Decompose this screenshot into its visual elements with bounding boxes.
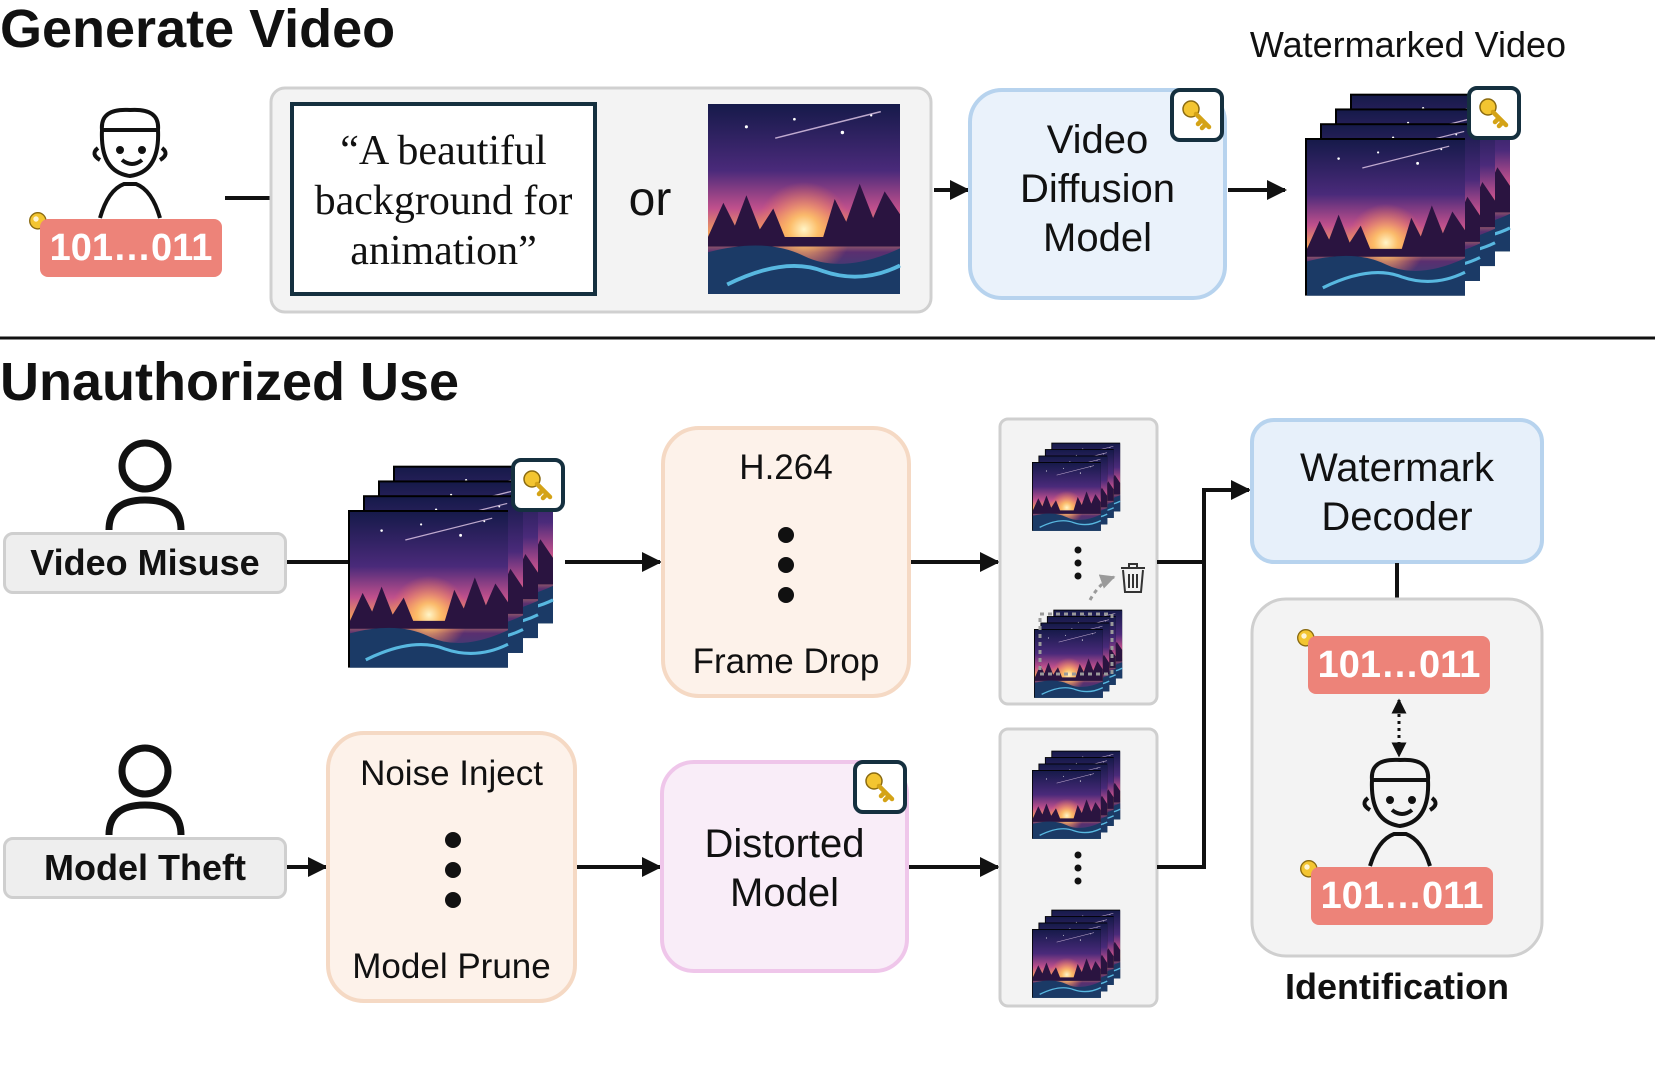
- attack-h264-label: H.264: [739, 448, 833, 487]
- diffusion-model-box: [968, 88, 1227, 300]
- person-icon: [105, 744, 185, 836]
- key-badge: [853, 760, 907, 814]
- key-badge: [1467, 86, 1521, 140]
- decoder-label: Watermark Decoder: [1299, 446, 1495, 539]
- diffusion-model-label: Video Diffusion Model: [1020, 118, 1175, 260]
- key-badge: [1170, 88, 1224, 142]
- ellipsis-dots: [445, 832, 461, 908]
- video-frames-icon: [1032, 910, 1120, 998]
- decoded-bits-badge: 101…011: [1308, 636, 1490, 694]
- ellipsis-dots: [778, 527, 794, 603]
- ellipsis-dots: [1074, 546, 1082, 580]
- arrow-icon: [1157, 480, 1251, 564]
- identification-label: Identification: [1285, 966, 1509, 1007]
- user-avatar-icon: [92, 107, 168, 219]
- section-title-generate: Generate Video: [0, 0, 396, 59]
- connector-line: [1157, 562, 1206, 869]
- or-label: or: [628, 173, 672, 226]
- person-icon: [105, 439, 185, 531]
- video-frames-icon: [1032, 751, 1120, 839]
- owner-bits-badge: 101…011: [1311, 867, 1493, 925]
- decoder-box: [1250, 418, 1544, 564]
- user-bits-badge: 101…011: [40, 219, 222, 277]
- key-badge: [511, 458, 565, 512]
- attack-frame-drop-label: Frame Drop: [692, 642, 880, 681]
- trash-icon: [1121, 563, 1145, 593]
- model-theft-pill: Model Theft: [3, 837, 287, 899]
- prompt-box: [290, 102, 597, 296]
- attack-model-prune-label: Model Prune: [352, 947, 551, 986]
- video-frames-icon: [1034, 610, 1122, 698]
- distorted-model-label: Distorted Model: [704, 822, 865, 915]
- key-icon: [1479, 98, 1509, 129]
- video-misuse-pill: Video Misuse: [3, 532, 287, 594]
- watermarked-video-label: Watermarked Video: [1249, 24, 1567, 65]
- user-avatar-icon: [1362, 757, 1438, 867]
- key-icon: [523, 470, 553, 501]
- key-icon: [865, 772, 895, 803]
- key-icon: [1182, 100, 1212, 131]
- ellipsis-dots: [1074, 851, 1082, 885]
- prompt-text: “A beautiful background for animation”: [314, 128, 573, 274]
- section-title-unauthorized: Unauthorized Use: [0, 352, 460, 412]
- distorted-model-box: [660, 760, 909, 973]
- video-frames-icon: [1032, 443, 1120, 531]
- attack-noise-inject-label: Noise Inject: [360, 754, 543, 793]
- input-image: [706, 102, 902, 296]
- dropped-frame: [1038, 612, 1114, 676]
- arrow-icon: [1088, 574, 1116, 601]
